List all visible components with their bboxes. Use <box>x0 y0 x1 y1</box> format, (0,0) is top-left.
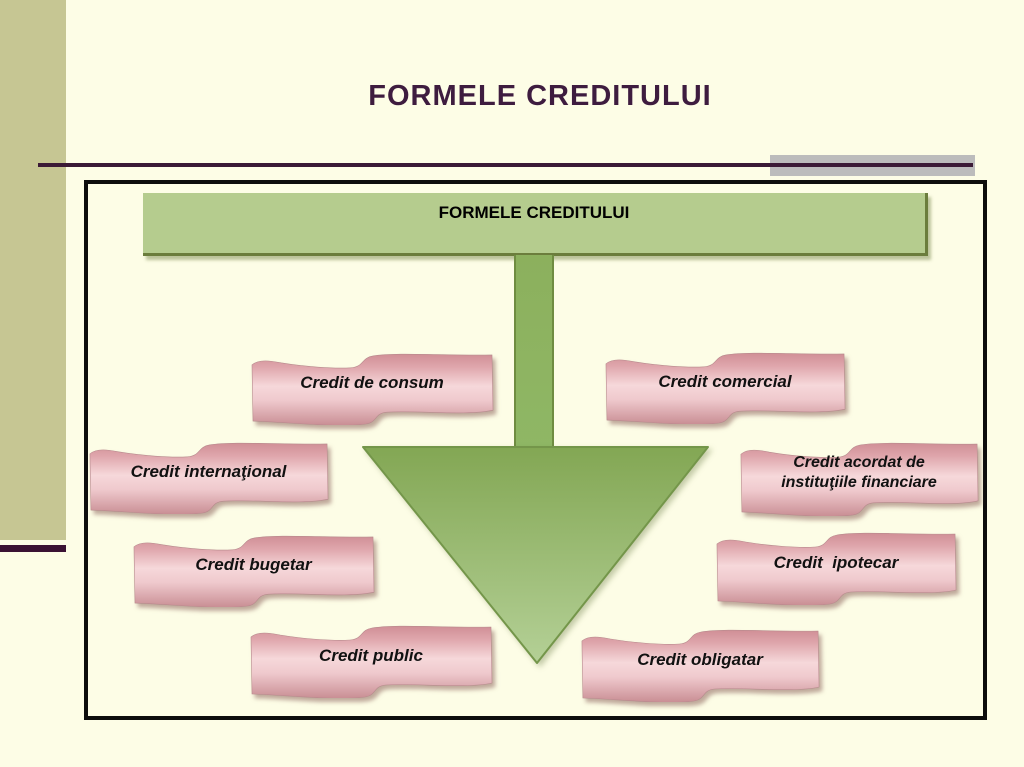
wave-shape <box>250 625 493 698</box>
left-accent-underline <box>0 545 66 552</box>
ribbon-label: Credit obligatar <box>637 649 763 669</box>
ribbon-label: Credit acordat de instituţiile financiar… <box>781 454 937 491</box>
ribbon-credit-acordat-de-institutiile-financiare: Credit acordat de instituţiile financiar… <box>736 440 982 516</box>
ribbon-credit-international: Credit internaţional <box>85 440 332 514</box>
ribbon-label: Credit internaţional <box>130 462 287 482</box>
ribbon-label: Credit public <box>319 645 423 665</box>
ribbon-credit-comercial: Credit comercial <box>601 350 849 424</box>
diagram-header-bar: FORMELE CREDITULUI <box>143 193 928 256</box>
title-divider-line <box>38 163 973 167</box>
diagram-header-label: FORMELE CREDITULUI <box>438 203 630 222</box>
diagram-frame <box>84 180 987 720</box>
wave-shape <box>133 535 375 607</box>
wave-shape <box>605 352 846 424</box>
ribbon-credit-public: Credit public <box>246 623 496 698</box>
page-title: FORMELE CREDITULUI <box>368 80 712 112</box>
ribbon-label: Credit comercial <box>658 372 792 392</box>
ribbon-credit-bugetar: Credit bugetar <box>129 533 378 607</box>
left-accent-bar <box>0 0 66 540</box>
ribbon-credit-ipotecar: Credit ipotecar <box>712 530 960 605</box>
ribbon-label: Credit ipotecar <box>773 552 899 572</box>
down-arrow-stem <box>514 255 554 451</box>
wave-shape <box>581 629 820 702</box>
wave-shape <box>716 532 957 605</box>
wave-shape <box>89 442 329 514</box>
ribbon-label: Credit bugetar <box>195 555 312 575</box>
wave-shape <box>251 353 494 425</box>
ribbon-label: Credit de consum <box>300 373 444 393</box>
down-arrow-head <box>362 446 709 664</box>
ribbon-credit-de-consum: Credit de consum <box>247 351 497 425</box>
wave-shape <box>740 442 979 516</box>
ribbon-credit-obligatar: Credit obligatar <box>577 627 823 702</box>
